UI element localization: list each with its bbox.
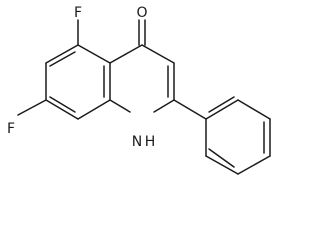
phenyl-ring	[205, 96, 271, 175]
bond-ph5-ph6	[205, 155, 239, 175]
fluorine-top-label: F	[74, 5, 82, 21]
bond-n1-c8a	[109, 99, 131, 113]
molecule-structure: O F F N H	[7, 5, 271, 175]
bond-ph2-ph3	[237, 99, 271, 120]
bond-c5-c6	[45, 44, 79, 64]
bond-c2-n1	[153, 99, 175, 113]
bond-c7-fluorine	[17, 99, 47, 116]
oxygen-label: O	[136, 5, 147, 21]
left-benzene-ring	[45, 44, 111, 120]
bond-ph4-ph5	[237, 155, 271, 175]
bond-c7-c8-inner	[49, 96, 76, 113]
nitrogen-label: N	[132, 134, 142, 150]
bond-ph5-ph6-inner	[208, 148, 235, 168]
bond-c4a-c4	[109, 44, 143, 64]
fluorine-left-label: F	[7, 121, 15, 137]
bond-c4-c3	[141, 44, 175, 64]
bond-c5-c6-inner	[49, 51, 76, 67]
bond-c8-c8a	[77, 99, 111, 120]
bond-c7-c8	[45, 99, 79, 120]
bond-c4a-c5	[77, 44, 111, 64]
bond-ph1-ph2	[205, 99, 239, 120]
pyridinone-ring	[109, 44, 175, 113]
hydrogen-label: H	[145, 134, 156, 150]
bond-ph1-ph2-inner	[208, 96, 235, 113]
bond-c2-phenyl	[173, 99, 207, 120]
